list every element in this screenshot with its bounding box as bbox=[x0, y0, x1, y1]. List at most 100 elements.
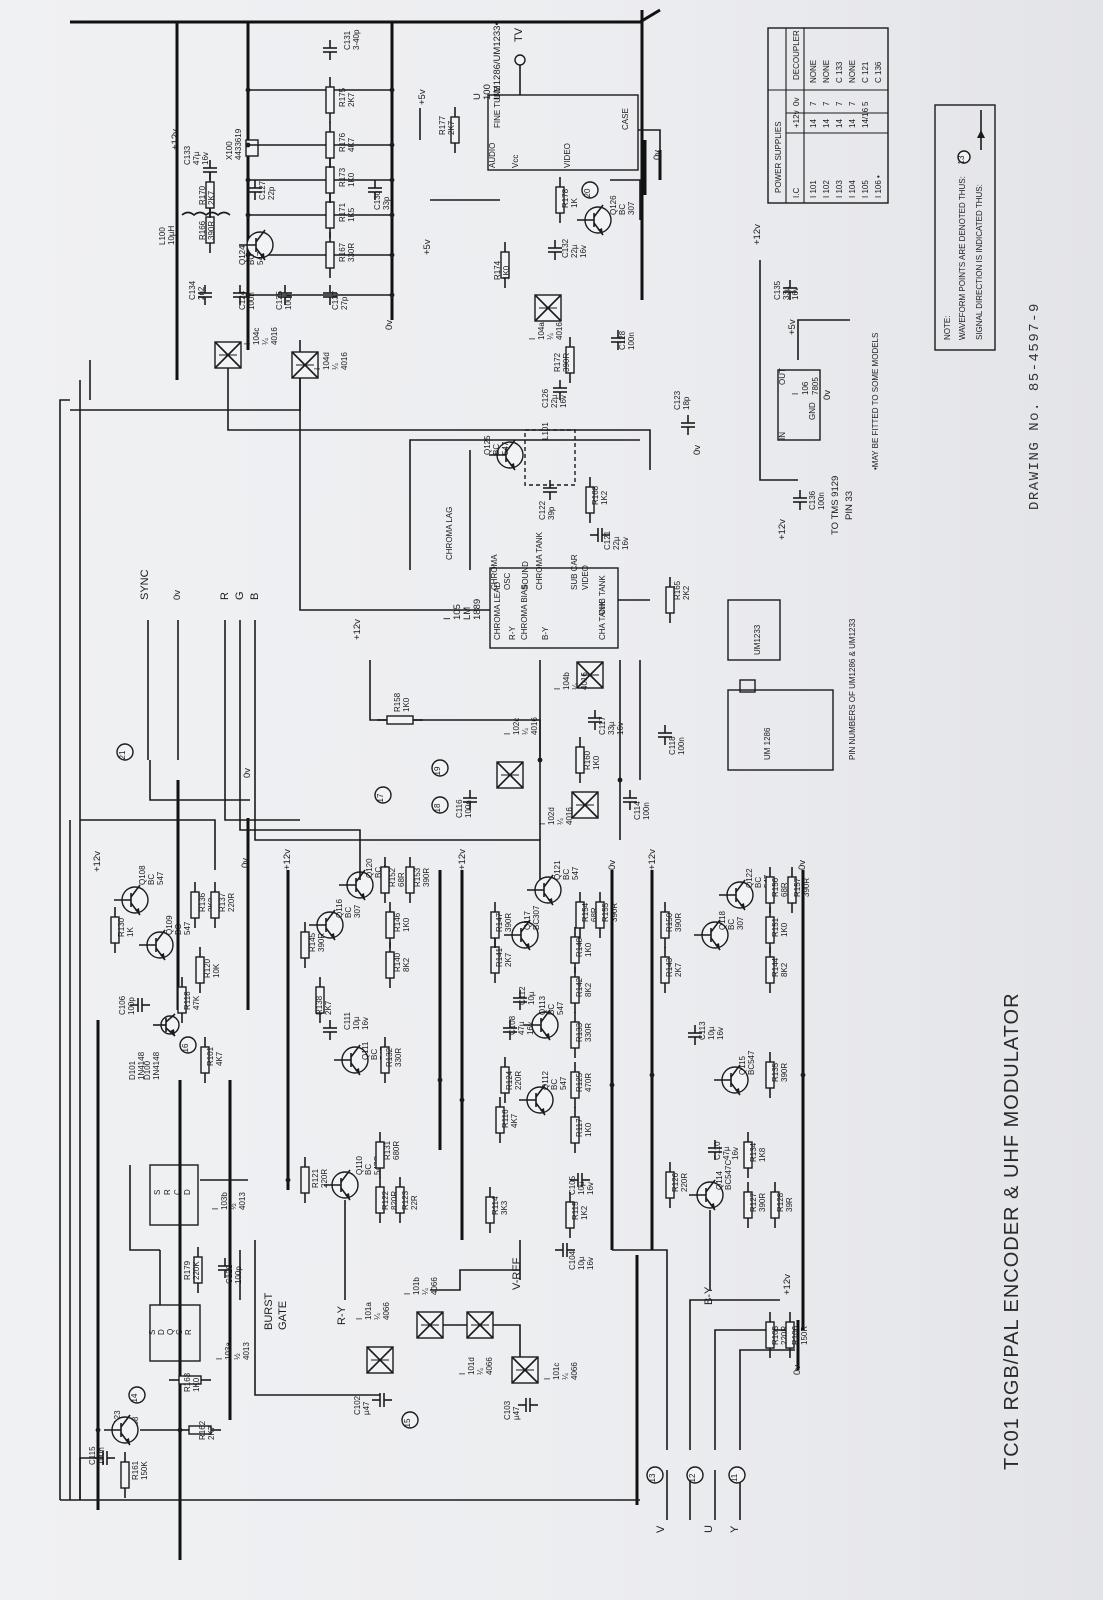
modulator-pin-label: FINE TUNE bbox=[493, 86, 502, 128]
regulator-pin-label: GND bbox=[808, 402, 817, 420]
label-r152: R15268R bbox=[388, 867, 406, 887]
emitter-arrow bbox=[525, 943, 530, 950]
transistor-q123 bbox=[104, 1414, 139, 1446]
label-r125: R125470R bbox=[575, 1072, 593, 1092]
transistor-q125 bbox=[489, 439, 524, 471]
label-text: R132330R bbox=[385, 1047, 403, 1067]
transistor-q-aux bbox=[153, 1013, 180, 1037]
power-rails bbox=[70, 8, 805, 1560]
pin-label: C bbox=[173, 1189, 182, 1195]
waveform-point-13: 13 bbox=[646, 1466, 664, 1484]
um1286-tab bbox=[739, 679, 756, 693]
label-text: R1461K0 bbox=[393, 912, 411, 932]
junction bbox=[389, 142, 395, 148]
label-text: R105220R bbox=[771, 1325, 789, 1345]
resistor-r125 bbox=[570, 1062, 580, 1108]
wire bbox=[710, 919, 721, 933]
ic-pin-label: CHROMA TANK bbox=[535, 531, 544, 590]
ic-pin-label: VIDEO bbox=[581, 565, 590, 590]
capacitor-c133 bbox=[203, 160, 217, 180]
resistor-r123 bbox=[395, 1177, 405, 1223]
tv-output-jack[interactable] bbox=[514, 54, 526, 66]
analog-switch-i102c bbox=[496, 761, 524, 789]
label-c134: C1342n2 bbox=[188, 280, 206, 300]
label-text: I102d¼4016 bbox=[538, 807, 574, 825]
label-i103a: I103a½4013 bbox=[215, 1342, 251, 1360]
label-i101c: I101c¼4066 bbox=[543, 1362, 579, 1380]
label-text: I104b¼4016 bbox=[553, 672, 589, 690]
label-c130: C13033p bbox=[373, 190, 391, 210]
label-i104d: I104d¼4016 bbox=[313, 352, 349, 370]
resistor-r135 bbox=[765, 1052, 775, 1098]
label-d101: D1011N4148 bbox=[128, 1051, 146, 1080]
resistor-r122 bbox=[375, 1177, 385, 1223]
label-r174: R1741K0 bbox=[493, 260, 511, 280]
label-text: C12318p bbox=[673, 390, 691, 410]
resistor-r165 bbox=[665, 577, 675, 623]
capacitor-c112 bbox=[513, 990, 527, 1010]
emitter-arrow bbox=[160, 953, 165, 960]
label-i102c: I102c¼4016 bbox=[503, 717, 539, 735]
waypoint-circle bbox=[957, 150, 971, 164]
label-c103: C103µ47 bbox=[503, 1400, 521, 1420]
emitter-arrow bbox=[135, 908, 140, 915]
junction bbox=[177, 1427, 183, 1433]
note-box: 13 bbox=[934, 104, 996, 351]
label-text: R157390R bbox=[793, 877, 811, 897]
label-c108: C10847µ16v bbox=[508, 1015, 535, 1035]
label-r168: R1681K2 bbox=[591, 485, 609, 505]
label-text: R1412K7 bbox=[495, 947, 513, 967]
label-r158: R1581K0 bbox=[393, 692, 411, 712]
label-text: R1764K7 bbox=[338, 132, 356, 152]
label-r120: R12010K bbox=[203, 958, 221, 978]
modulator-pin-label: VIDEO bbox=[563, 143, 572, 168]
label-tms_note: TO TMS 9129 bbox=[830, 476, 841, 535]
label-c135: C13533µ16v bbox=[773, 280, 800, 300]
junction bbox=[389, 212, 395, 218]
analog-switch-i104a bbox=[534, 294, 562, 322]
table-cell: 14 bbox=[848, 119, 857, 128]
label-r171: R1711K5 bbox=[338, 202, 356, 222]
label-text: U100UM1286/UM1233• bbox=[472, 22, 503, 100]
label-zero_v: 0v bbox=[240, 858, 251, 868]
table-cell: C 133 bbox=[835, 61, 844, 83]
label-text: R15468R bbox=[581, 902, 599, 922]
label-text: R11847K bbox=[183, 991, 201, 1010]
label-gate: GATE bbox=[277, 1301, 289, 1330]
label-text: R155390R bbox=[601, 902, 619, 922]
table-cell: 7 bbox=[809, 101, 818, 106]
resistor-r179 bbox=[193, 1247, 203, 1293]
label-text: Q118BC307 bbox=[718, 910, 745, 930]
capacitor-c127 bbox=[248, 180, 262, 200]
capacitor-c126 bbox=[553, 380, 567, 400]
resistor-r156 bbox=[765, 867, 775, 913]
label-i105: I105LM1889 bbox=[442, 599, 483, 620]
sync-output-stage bbox=[69, 760, 250, 1500]
junction bbox=[609, 1082, 615, 1088]
label-r161: R161150K bbox=[131, 1460, 149, 1480]
resistor-r143 bbox=[660, 947, 670, 993]
label-text: R12322R bbox=[401, 1190, 419, 1210]
label-text: Q126BC307 bbox=[609, 195, 636, 215]
waypoint-circle bbox=[128, 1386, 146, 1404]
resistor-r121 bbox=[300, 1157, 310, 1203]
wire bbox=[165, 1013, 176, 1023]
table-cell: 7 bbox=[848, 101, 857, 106]
label-q109: Q109BC547 bbox=[165, 915, 192, 935]
label-text: C102µ47 bbox=[353, 1395, 371, 1415]
label-i103b: I103b½4013 bbox=[211, 1192, 247, 1210]
resistor-r134 bbox=[743, 1132, 753, 1178]
label-r132: R132330R bbox=[385, 1047, 403, 1067]
transistor-q113 bbox=[524, 1009, 559, 1041]
wire bbox=[493, 1324, 521, 1360]
label-r165: R1652K2 bbox=[673, 580, 691, 600]
capacitor-c114 bbox=[623, 790, 637, 810]
resistor-r174 bbox=[500, 242, 510, 288]
pin-label: D bbox=[183, 1189, 192, 1195]
label-text: C12122µ16v bbox=[603, 530, 630, 550]
label-text: R1731K0 bbox=[338, 167, 356, 187]
resistor-r152 bbox=[380, 857, 390, 903]
resistor-r124 bbox=[500, 1057, 510, 1103]
